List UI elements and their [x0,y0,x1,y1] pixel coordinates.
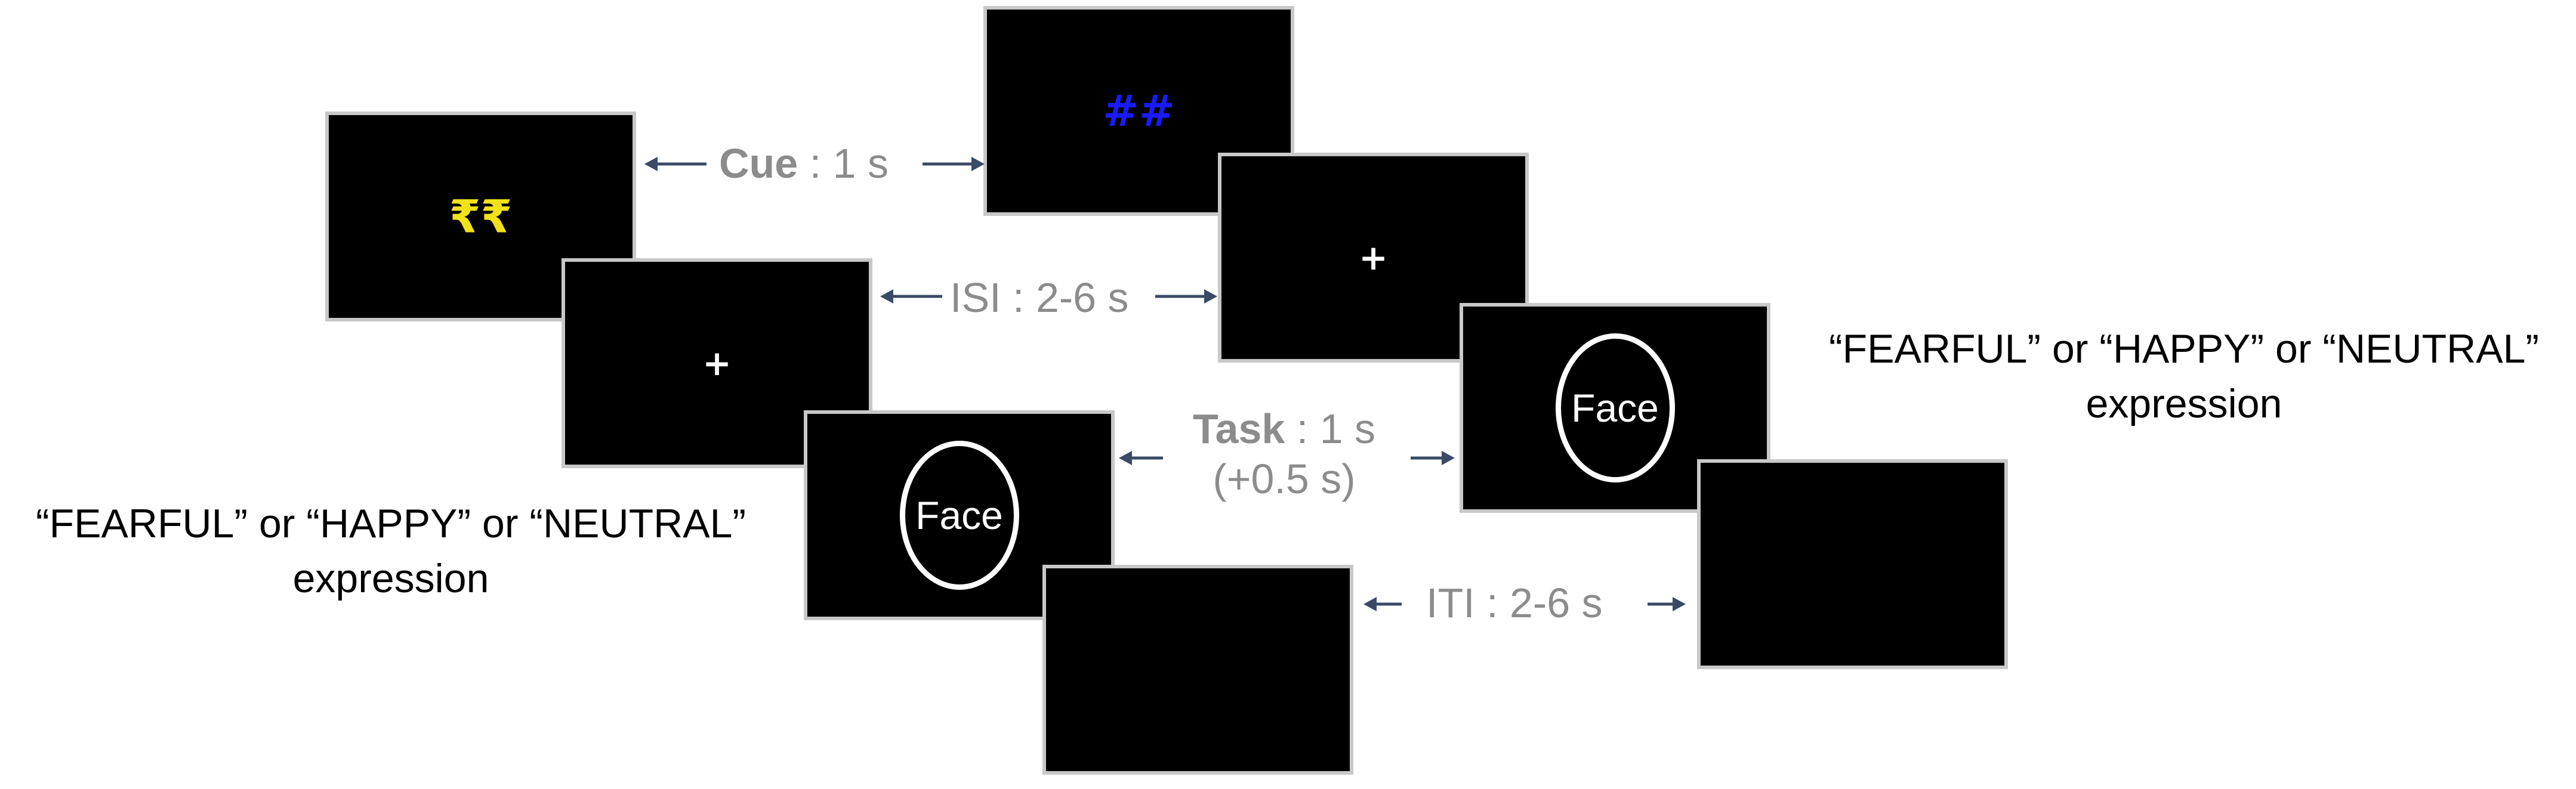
task-extra: (+0.5 s) [1213,456,1356,502]
expression-options: “FEARFUL” or “HAPPY” or “NEUTRAL” [1828,326,2540,372]
isi-value: : 2-6 s [1001,274,1129,321]
expression-caption-right: “FEARFUL” or “HAPPY” or “NEUTRAL” expres… [1793,322,2575,432]
face-oval: Face [1555,333,1675,482]
isi-name: ISI [950,274,1001,321]
rupee-cue-symbol: ₹₹ [449,190,513,243]
isi-left-arrow [880,289,942,304]
fixation-cross: + [702,343,732,383]
task-left-arrow [1119,451,1163,465]
cue-left-arrow [644,157,707,171]
isi-duration-label: ISI : 2-6 s [950,273,1129,323]
iti-screen-right [1697,459,2008,669]
cue-right-arrow [923,157,985,171]
iti-value: : 2-6 s [1474,580,1603,626]
fixation-cross: + [1359,237,1388,278]
iti-name: ITI [1426,580,1475,626]
task-duration-label: Task : 1 s (+0.5 s) [1189,404,1380,504]
expression-word: expression [2086,380,2282,426]
task-value: : 1 s [1285,406,1376,452]
iti-left-arrow [1363,597,1402,611]
iti-right-arrow [1648,597,1686,611]
expression-options: “FEARFUL” or “HAPPY” or “NEUTRAL” [35,501,746,546]
iti-screen-left [1042,565,1353,775]
task-name: Task [1192,406,1285,452]
expression-caption-left: “FEARFUL” or “HAPPY” or “NEUTRAL” expres… [0,497,782,607]
cue-name: Cue [719,140,798,187]
hash-cue-symbol: ## [1103,86,1175,136]
cue-value: : 1 s [798,140,889,187]
iti-duration-label: ITI : 2-6 s [1426,578,1603,628]
cue-screen-reward: ₹₹ [325,112,636,321]
face-oval: Face [899,441,1019,590]
cue-duration-label: Cue : 1 s [719,138,889,188]
isi-right-arrow [1155,289,1217,304]
expression-word: expression [292,555,489,601]
task-right-arrow [1411,451,1455,465]
